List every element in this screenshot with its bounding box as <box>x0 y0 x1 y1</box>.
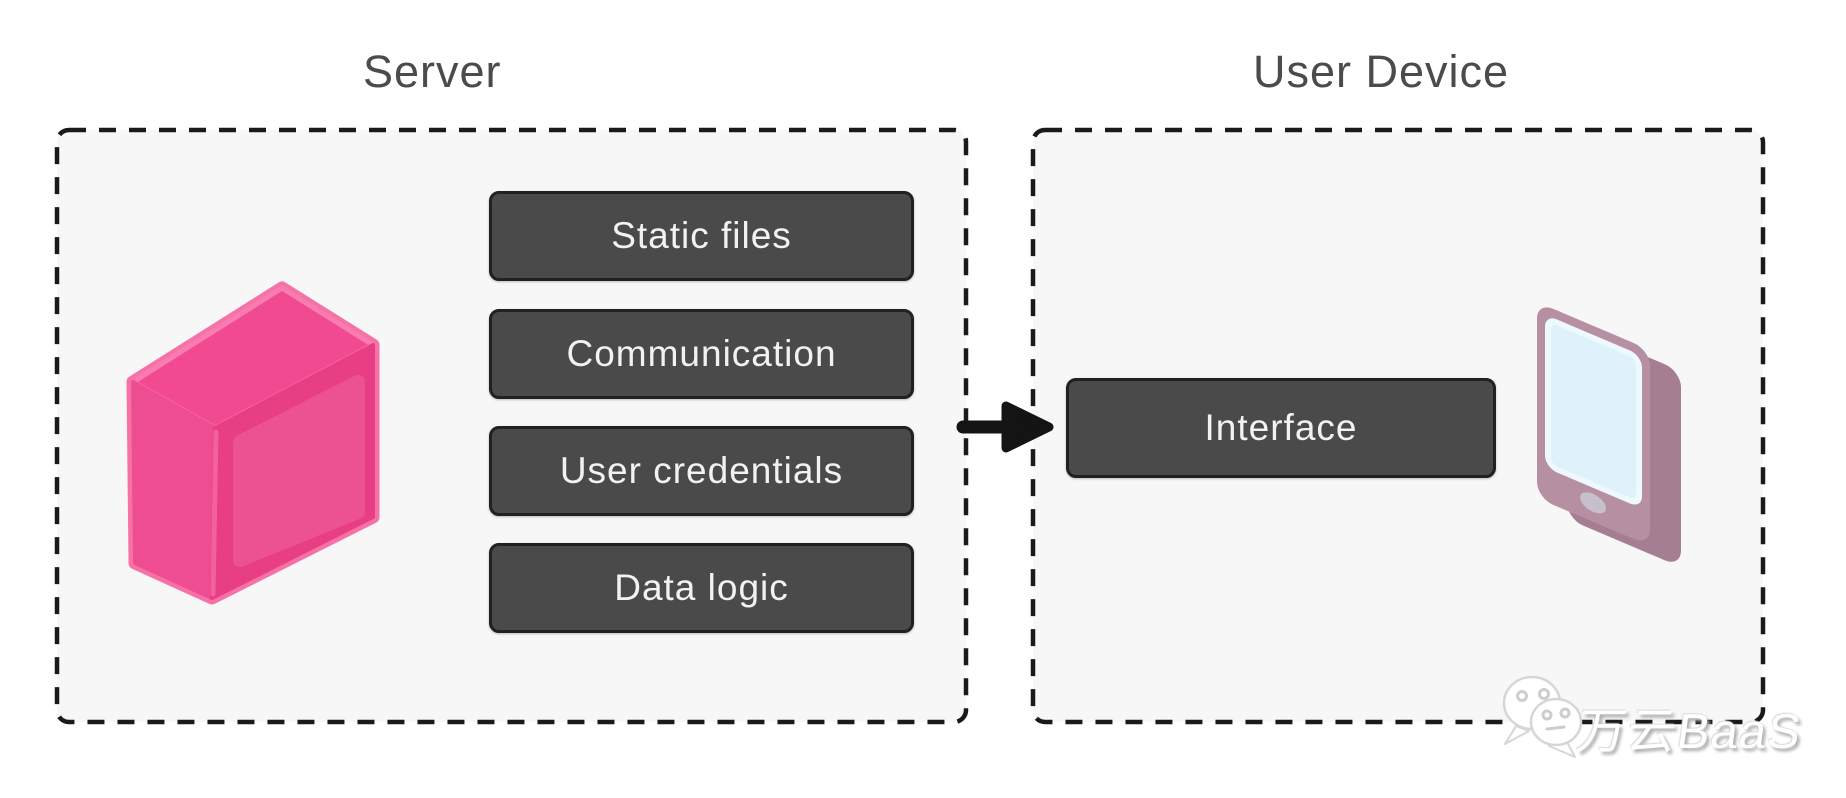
component-data-logic: Data logic <box>489 543 914 633</box>
wechat-bubble1-eye-right <box>1538 688 1550 700</box>
wechat-bubble1-eye-left <box>1516 690 1528 702</box>
user-device-zone-title: User Device <box>1253 46 1510 97</box>
component-static-files: Static files <box>489 191 914 281</box>
tablet-device-icon <box>1537 307 1681 562</box>
cube-front-panel <box>233 375 365 567</box>
tablet-screen <box>1545 318 1642 505</box>
wechat-bubble2 <box>1529 697 1583 747</box>
component-user-credentials: User credentials <box>489 426 914 516</box>
wechat-icon <box>1502 675 1583 758</box>
server-cube-icon <box>126 281 380 605</box>
component-interface: Interface <box>1066 378 1496 478</box>
wechat-bubble2-eye-right <box>1559 707 1571 719</box>
cube-edge-highlight <box>210 429 219 597</box>
server-zone-title: Server <box>363 46 502 97</box>
arrow-head <box>1001 401 1054 453</box>
wechat-bubble2-mouth <box>1545 725 1566 731</box>
tablet-home-button <box>1580 492 1606 514</box>
component-communication: Communication <box>489 309 914 399</box>
arrow-right-icon <box>956 401 1054 453</box>
watermark-text: 万云BaaS <box>1573 705 1806 759</box>
wechat-bubble2-eye-left <box>1541 709 1553 721</box>
